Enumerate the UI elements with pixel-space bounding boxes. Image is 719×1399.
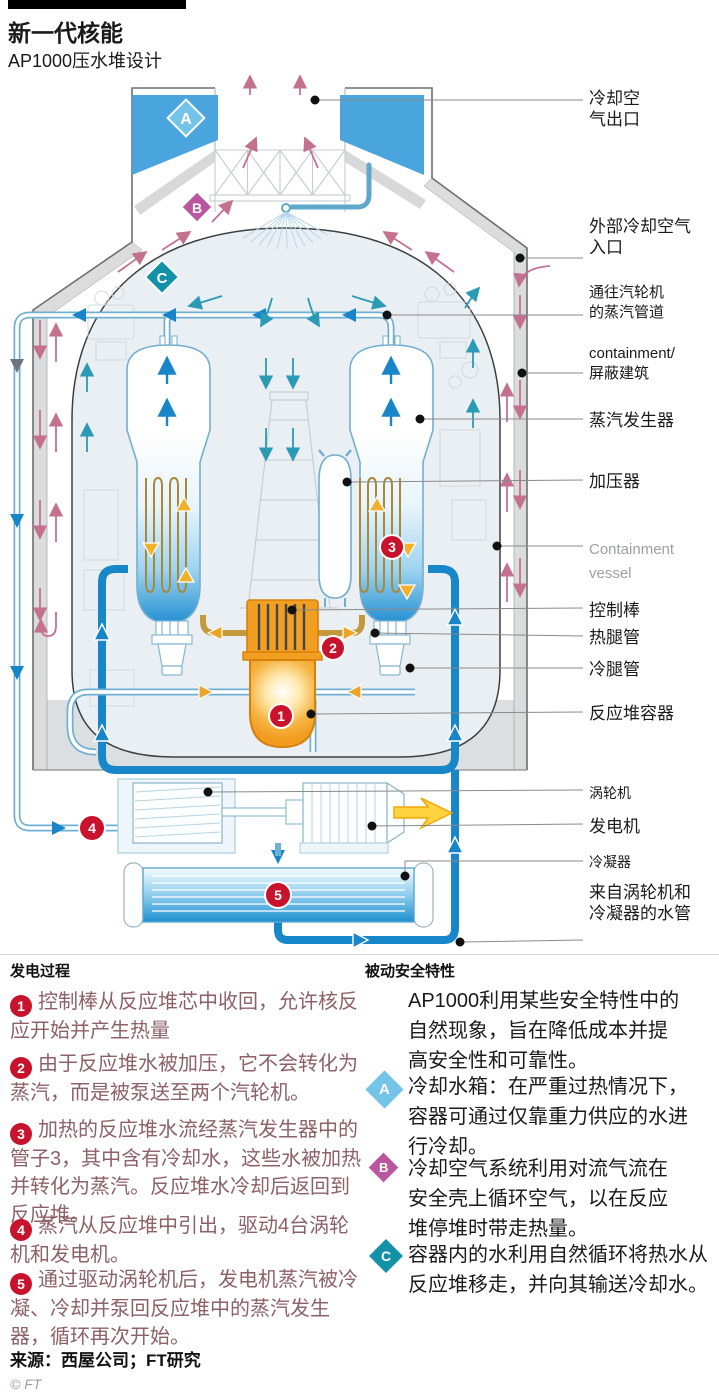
steam-generator-left [126, 335, 211, 624]
label-steam-pipe-to-turbine: 通往汽轮机的蒸汽管道 [589, 284, 665, 321]
label-cold-leg: 冷腿管 [589, 660, 640, 679]
safety-intro: AP1000利用某些安全特性中的自然现象，旨在降低成本并提高安全性和可靠性。 [408, 990, 680, 1072]
reactor-diagram: A B C 1 2 3 4 5 [10, 74, 584, 950]
svg-text:4: 4 [88, 820, 96, 836]
step-1-badge: 1 [10, 995, 32, 1017]
label-condenser: 冷凝器 [589, 854, 631, 870]
marker-b-diamond: B [180, 190, 214, 224]
water-flow-arrows [92, 607, 465, 950]
label-pressurizer: 加压器 [589, 472, 640, 491]
title-bar-rule [8, 0, 186, 9]
safety-c-diamond: C [369, 1239, 403, 1273]
spray-nozzle [242, 162, 372, 250]
step-4-badge: 4 [10, 1219, 32, 1241]
label-steam-generator: 蒸汽发生器 [589, 411, 674, 430]
coolant-pump-right [369, 620, 411, 676]
safety-b-diamond: B [368, 1152, 399, 1183]
copyright-line: © FT [10, 1376, 42, 1392]
hot-leg-pipes [198, 615, 365, 700]
control-rods-lines [257, 604, 306, 650]
machinery-ghosts [83, 282, 487, 707]
label-control-rods: 控制棒 [589, 601, 640, 620]
svg-text:1: 1 [277, 708, 285, 724]
internal-circulation-arrows [79, 286, 481, 462]
marker-c-diamond: C [143, 258, 181, 296]
section-divider [0, 954, 719, 955]
svg-text:2: 2 [329, 640, 337, 656]
air-flow-arrows [32, 74, 551, 637]
process-heading: 发电过程 [10, 963, 71, 980]
polar-crane-truss [209, 149, 351, 212]
cooling-water-tank-right [340, 95, 424, 175]
label-cooling-air-outlet: 冷却空气出口 [589, 89, 640, 129]
page-subtitle: AP1000压水堆设计 [8, 51, 163, 71]
label-turbine: 涡轮机 [589, 785, 631, 801]
page-title: 新一代核能 [8, 20, 123, 46]
steam-generator-right [349, 335, 434, 624]
generator-assembly [299, 781, 454, 854]
label-hot-leg: 热腿管 [589, 628, 640, 647]
safety-item-c: 容器内的水利用自然循环将热水从反应堆移走，并向其输送冷却水。 [408, 1244, 708, 1296]
safety-item-b: 冷却空气系统利用对流气流在安全壳上循环空气，以在反应堆停堆时带走热量。 [408, 1158, 668, 1240]
safety-item-a: 冷却水箱：在严重过热情况下，容器可通过仅靠重力供应的水进行冷却。 [408, 1076, 688, 1158]
feedwater-loop-pipe [98, 565, 459, 774]
label-water-pipes: 来自涡轮机和冷凝器的水管 [589, 883, 691, 923]
svg-text:5: 5 [274, 887, 282, 903]
safety-heading: 被动安全特性 [365, 963, 456, 980]
label-external-cooling-air-inlet: 外部冷却空气入口 [589, 217, 691, 257]
coolant-pump-left [151, 620, 193, 676]
sg-steam-arrows [157, 355, 401, 426]
leader-lines [207, 99, 584, 943]
svg-text:B: B [192, 200, 202, 216]
electricity-bolt-icon [393, 797, 454, 830]
step-3-badge: 3 [10, 1123, 32, 1145]
svg-text:3: 3 [388, 539, 396, 555]
svg-text:C: C [157, 270, 168, 287]
steam-pipe [10, 308, 395, 835]
source-line: 来源：西屋公司；FT研究 [10, 1351, 201, 1370]
sg-circulation-arrows [141, 495, 418, 601]
step-2-badge: 2 [10, 1057, 32, 1079]
svg-text:A: A [180, 111, 192, 128]
safety-a-diamond: A [365, 1070, 404, 1109]
leader-dots [203, 95, 527, 947]
label-generator: 发电机 [589, 817, 640, 836]
label-containment-shield: containment/屏蔽建筑 [589, 345, 675, 382]
step-circles: 1 2 3 4 5 [78, 534, 405, 909]
pressurizer-shape [318, 449, 352, 607]
cold-leg-pipes [66, 688, 415, 756]
label-reactor-vessel: 反应堆容器 [589, 704, 674, 723]
marker-a-diamond: A [166, 98, 206, 138]
step-5-badge: 5 [10, 1273, 32, 1295]
